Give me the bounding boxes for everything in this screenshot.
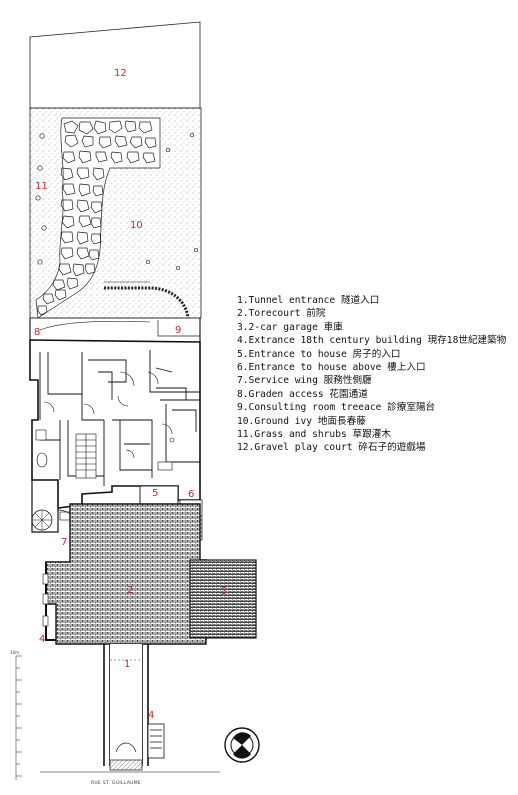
legend-item: 5.Entrance to house 房子的入口 [237, 348, 401, 360]
label-3: 3 [221, 586, 228, 597]
fixtures [35, 429, 175, 471]
garden-arc [104, 286, 190, 319]
legend-item: 12.Gravel play court 碎石子的遊戲場 [237, 442, 426, 454]
label-4-tunnel: 4 [148, 710, 155, 721]
scale-label: 10m [10, 650, 19, 655]
street-gate [109, 759, 143, 771]
scale-bar [15, 655, 22, 780]
door-swings [43, 371, 173, 459]
label-12: 12 [114, 68, 127, 79]
legend-item: 11.Grass and shrubs 草跟灌木 [237, 429, 391, 441]
ivy-stone-paving [35, 117, 161, 319]
label-2: 2 [127, 585, 134, 596]
legend-item: 7.Service wing 服務性側廳 [237, 375, 372, 387]
north-compass-icon [224, 727, 260, 763]
forecourt-paving [45, 503, 207, 645]
label-9: 9 [175, 325, 182, 336]
interior-walls [39, 350, 200, 486]
gravel-court [29, 21, 201, 109]
legend-item: 1.Tunnel entrance 隧道入口 [237, 295, 380, 306]
house-stair [75, 433, 97, 479]
legend-item: 9.Consulting room treeace 診療室陽台 [237, 402, 436, 414]
legend-item: 2.Torecourt 前院 [237, 308, 326, 320]
label-1: 1 [124, 659, 131, 670]
label-11: 11 [35, 181, 48, 192]
legend-item: 4.Extrance 18th century building 現存18世紀建… [237, 335, 507, 347]
legend-item: 10.Ground ivy 地面長春藤 [237, 415, 366, 427]
legend-item: 8.Graden access 花園通道 [237, 388, 368, 400]
label-6: 6 [188, 489, 195, 500]
label-7: 7 [61, 537, 68, 548]
label-10: 10 [130, 220, 143, 231]
shrub-dots [35, 132, 199, 271]
legend: 1.Tunnel entrance 隧道入口 2.Torecourt 前院 3.… [237, 294, 512, 455]
garage [189, 559, 257, 639]
tunnel-room-4 [147, 723, 165, 759]
service-wing-windows [42, 573, 49, 627]
label-5: 5 [152, 488, 159, 499]
legend-item: 6.Entrance to house above 樓上入口 [237, 362, 426, 374]
house [29, 339, 201, 509]
label-4-left: 4 [39, 634, 46, 645]
entrance-house [139, 485, 179, 505]
street-label: RUE ST. GUILLAUME [91, 781, 142, 786]
tunnel [103, 644, 149, 766]
label-8: 8 [34, 327, 41, 338]
legend-item: 3.2-car garage 車庫 [237, 321, 343, 333]
